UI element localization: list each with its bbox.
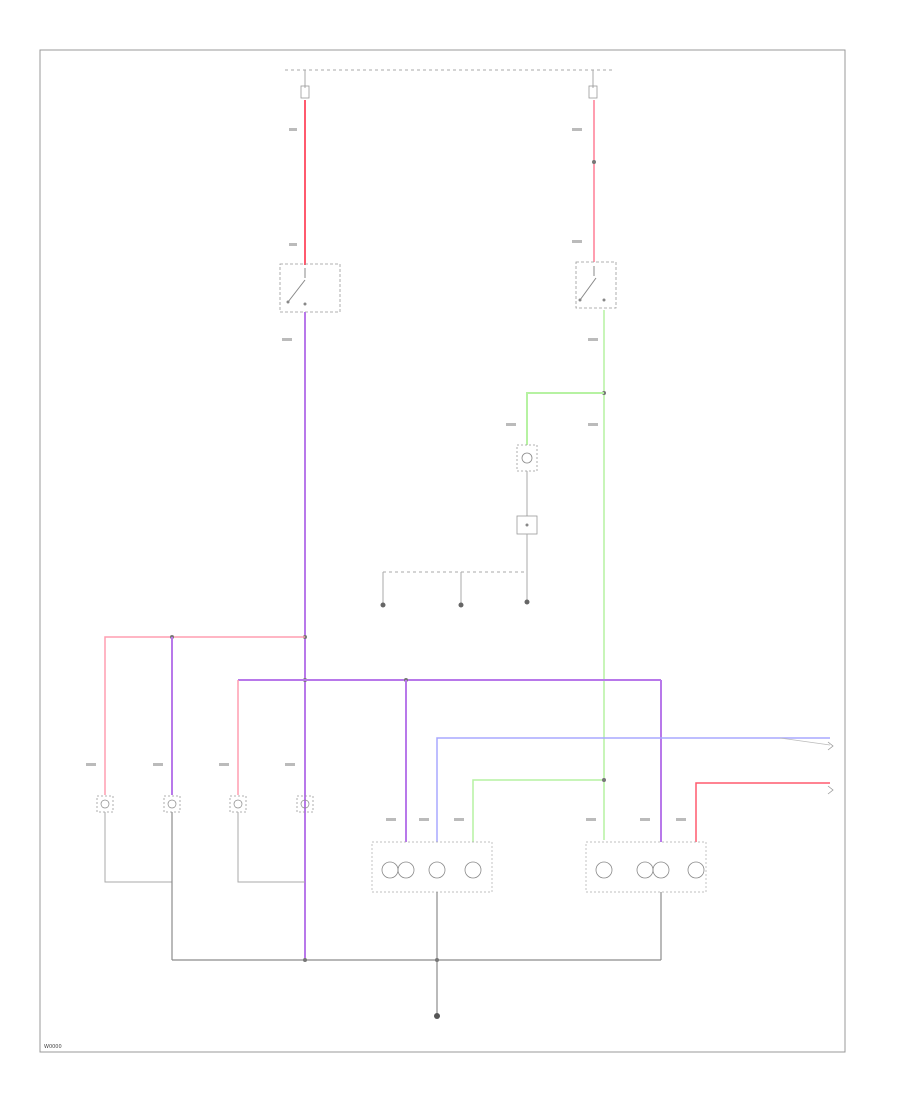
bulb-lamp-3-icon — [229, 795, 247, 813]
diagram-frame — [39, 49, 846, 1053]
splice-green-lower — [602, 778, 606, 782]
bulb-lamp-2-icon — [163, 795, 181, 813]
splice-right-feed — [592, 160, 596, 164]
splice-ground-bus-2 — [435, 958, 439, 962]
connector-labels — [86, 128, 686, 821]
wire-green-upper-branch — [526, 392, 604, 445]
footer-code: W0000 — [44, 1044, 62, 1050]
lamp-cluster-left-icon — [371, 841, 493, 893]
wire-red-right-branch — [695, 782, 830, 842]
connector-arrow-1-icon — [827, 741, 834, 751]
ground-point-3-icon — [524, 599, 530, 605]
ground-main-icon — [434, 1013, 440, 1019]
wire-black-lamp-3-4 — [237, 812, 305, 883]
splice-ground-bus-1 — [303, 958, 307, 962]
wire-green-lower-branch — [472, 779, 604, 842]
fuse-left-icon — [300, 85, 310, 99]
connector-arrow-2-icon — [827, 785, 834, 795]
ground-point-2-icon — [458, 602, 464, 608]
wire-blue-branch — [436, 737, 830, 842]
fuse-right-icon — [588, 85, 598, 99]
bulb-upper-icon — [516, 444, 538, 472]
relay-icon — [516, 515, 538, 535]
wire-black-lamp-1-2 — [104, 812, 172, 883]
switch-right-icon — [575, 261, 617, 309]
wire-pink-left-branch — [104, 636, 305, 795]
lamp-cluster-right-icon — [585, 841, 707, 893]
switch-left-icon — [279, 263, 341, 313]
ground-point-1-icon — [380, 602, 386, 608]
wire-grey-to-arrow-1 — [779, 737, 831, 746]
bulb-lamp-4-icon — [296, 795, 314, 813]
bulb-lamp-1-icon — [96, 795, 114, 813]
